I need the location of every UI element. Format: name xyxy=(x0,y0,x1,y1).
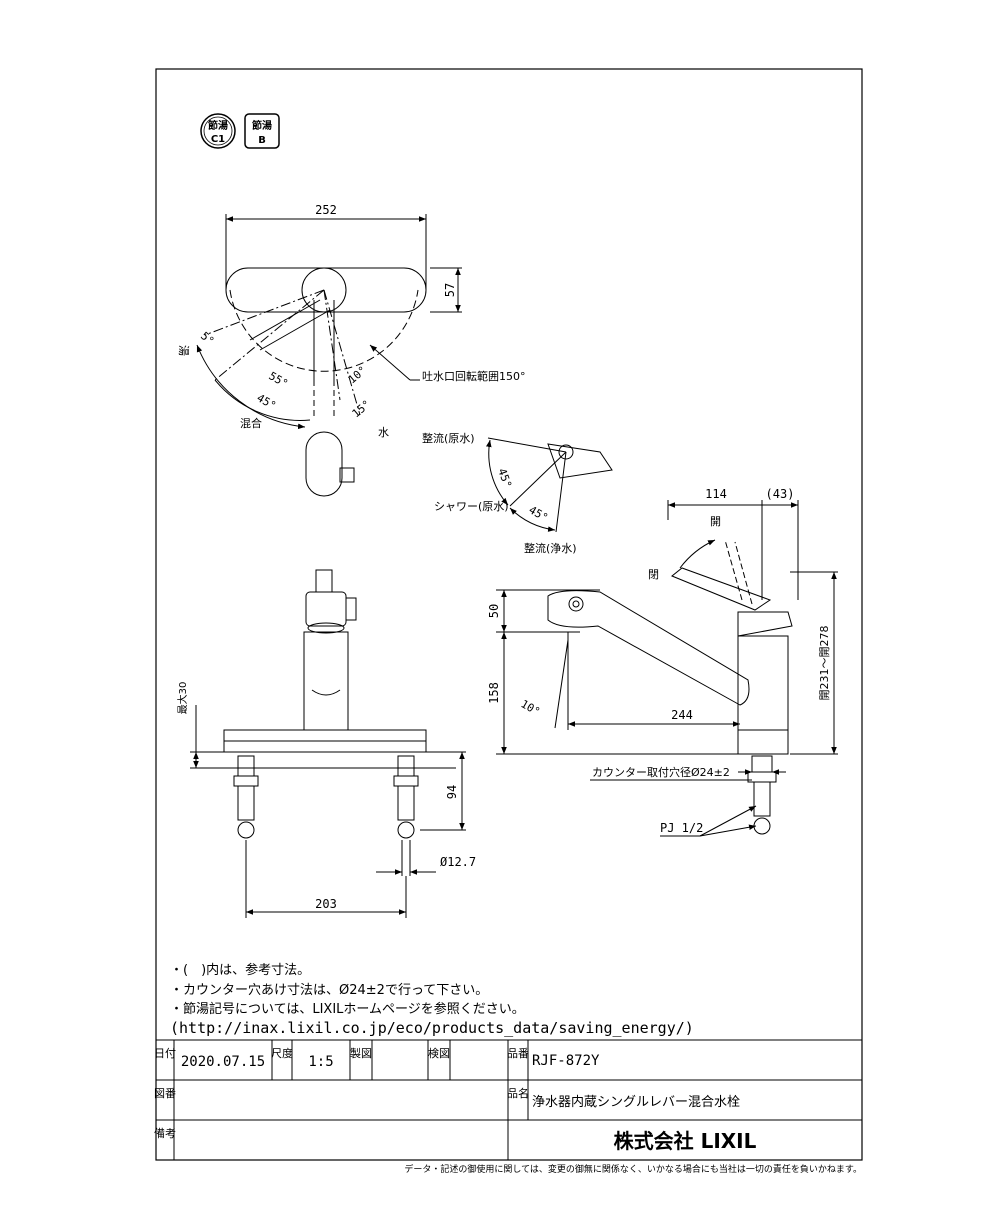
front-view xyxy=(190,569,466,918)
date-label: 日付 xyxy=(154,1047,176,1060)
angle-45: 45° xyxy=(255,391,279,412)
dim-pipe-127: Ø12.7 xyxy=(440,855,476,869)
pj-label: PJ 1/2 xyxy=(660,821,703,835)
disclaimer: データ・記述の御使用に関しては、変更の御無に関係なく、いかなる場合にも当社は一切… xyxy=(404,1163,862,1175)
dim-height: 開231～開278 xyxy=(818,626,831,701)
note-2: ・カウンター穴あけ寸法は、Ø24±2で行って下さい。 xyxy=(170,983,488,998)
note-3: ・節湯記号については、LIXILホームページを参照ください。 xyxy=(170,1001,525,1017)
shower-head-view xyxy=(486,437,613,533)
dim-width-252: 252 xyxy=(315,203,337,217)
product-name-label: 品名 xyxy=(507,1086,529,1100)
angle-55: 55° xyxy=(267,369,291,390)
dim-43: (43) xyxy=(766,487,795,501)
company-name: 株式会社 LIXIL xyxy=(614,1129,757,1153)
date-value: 2020.07.15 xyxy=(181,1054,265,1070)
dim-114: 114 xyxy=(705,487,727,501)
dim-max30: 最大30 xyxy=(176,682,189,715)
side-view xyxy=(496,500,838,837)
remarks-label: 備考 xyxy=(154,1127,176,1140)
label-shower-raw: シャワー(原水) xyxy=(434,500,509,513)
spout-rotation-label: 吐水口回転範囲150° xyxy=(422,369,526,383)
label-rectified-raw: 整流(原水) xyxy=(422,431,475,445)
dim-depth-57: 57 xyxy=(443,283,457,297)
angle-45a: 45° xyxy=(495,467,514,490)
dim-94: 94 xyxy=(445,785,459,799)
dim-158: 158 xyxy=(487,682,501,704)
counter-hole-label: カウンター取付穴径Ø24±2 xyxy=(592,765,730,779)
drawing-frame xyxy=(155,68,863,1161)
badge-c1-line1: 節湯 xyxy=(208,119,228,132)
label-hot: 湯 xyxy=(177,345,190,356)
water-saving-badge-b: 節湯 B xyxy=(244,113,280,149)
label-cold: 水 xyxy=(378,426,389,439)
dim-50: 50 xyxy=(487,604,501,618)
dim-244: 244 xyxy=(671,708,693,722)
angle-45b: 45° xyxy=(527,503,551,524)
label-mixed: 混合 xyxy=(240,416,262,430)
badge-b-line2: B xyxy=(258,135,266,146)
drawing-no-label: 図番 xyxy=(154,1087,176,1100)
water-saving-badge-c1: 節湯 C1 xyxy=(200,113,236,149)
product-no-label: 品番 xyxy=(507,1047,529,1060)
scale-label: 尺度 xyxy=(271,1046,293,1060)
angle-10-side: 10° xyxy=(519,697,543,718)
title-block xyxy=(156,1039,862,1160)
angle-10: 10° xyxy=(346,364,370,387)
label-rectified-pure: 整流(浄水) xyxy=(524,541,577,555)
angle-15: 15° xyxy=(350,398,374,421)
top-view xyxy=(196,214,462,497)
product-name-value: 浄水器内蔵シングルレバー混合水栓 xyxy=(532,1094,740,1110)
label-close: 閉 xyxy=(648,568,659,581)
badge-b-line1: 節湯 xyxy=(252,119,272,132)
drawn-label: 製図 xyxy=(350,1046,372,1060)
label-open: 開 xyxy=(710,515,721,528)
note-1: ・( )内は、参考寸法。 xyxy=(170,962,310,978)
reference-url: (http://inax.lixil.co.jp/eco/products_da… xyxy=(170,1019,694,1037)
product-no-value: RJF-872Y xyxy=(532,1053,600,1069)
dim-203: 203 xyxy=(315,897,337,911)
badge-c1-line2: C1 xyxy=(211,134,225,145)
checked-label: 検図 xyxy=(428,1046,450,1060)
scale-value: 1:5 xyxy=(308,1054,333,1070)
